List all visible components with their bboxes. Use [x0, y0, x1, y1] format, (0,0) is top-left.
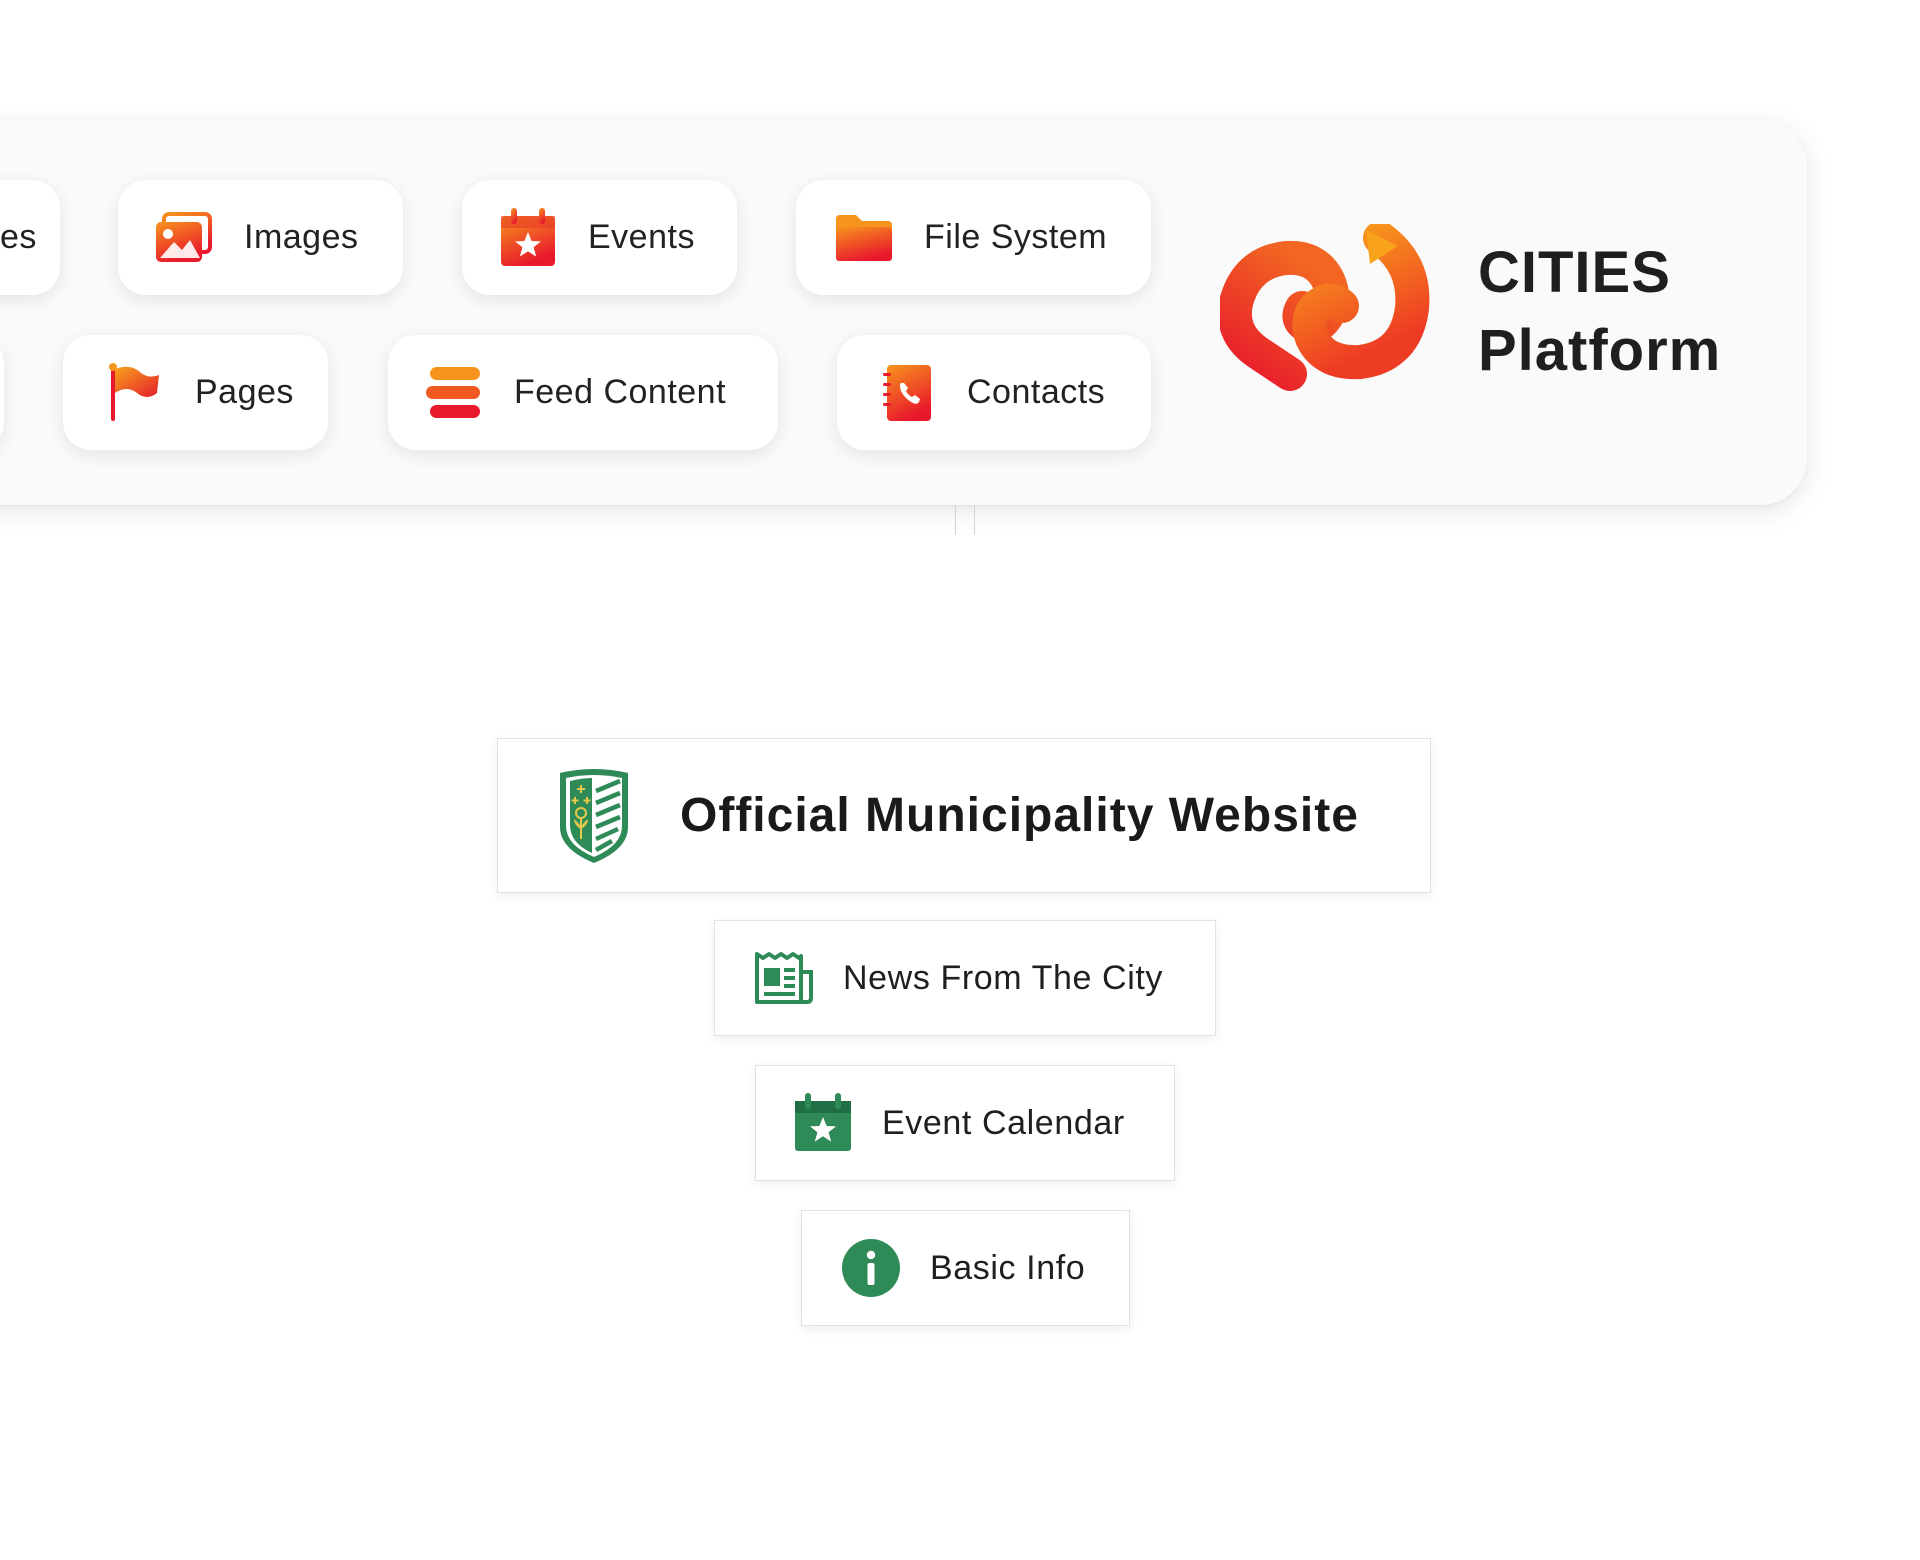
municipality-crest-icon: [560, 768, 628, 863]
module-file-system[interactable]: File System: [796, 180, 1151, 295]
module-pages[interactable]: Pages: [63, 335, 328, 450]
module-feed-content[interactable]: Feed Content: [388, 335, 778, 450]
module-events-label: Events: [588, 218, 695, 256]
link-event-calendar[interactable]: Event Calendar: [755, 1065, 1175, 1181]
module-contacts-label: Contacts: [967, 373, 1106, 411]
website-title: Official Municipality Website: [680, 789, 1359, 842]
module-images-label: Images: [244, 218, 359, 256]
cities-platform-brand: CITIES Platform: [1220, 220, 1720, 400]
cities-platform-logo: [1220, 224, 1430, 391]
images-icon: [154, 208, 214, 268]
module-contacts[interactable]: Contacts: [837, 335, 1151, 450]
module-images[interactable]: Images: [118, 180, 403, 295]
link-news-from-the-city[interactable]: News From The City: [714, 920, 1216, 1036]
calendar-star-icon: [498, 207, 558, 268]
info-icon: [840, 1237, 902, 1299]
connector-line: [955, 505, 975, 535]
folder-icon: [834, 208, 894, 268]
module-pill-partial[interactable]: es: [0, 180, 60, 295]
module-file-system-label: File System: [924, 218, 1108, 256]
feed-stack-icon: [424, 363, 484, 423]
brand-line-2: Platform: [1478, 318, 1722, 383]
phone-book-icon: [877, 363, 937, 423]
link-news-label: News From The City: [843, 958, 1164, 997]
link-basic-info-label: Basic Info: [930, 1248, 1086, 1287]
module-pages-label: Pages: [195, 373, 294, 411]
municipality-website-header[interactable]: Official Municipality Website: [497, 738, 1431, 893]
flag-icon: [105, 362, 165, 423]
module-events[interactable]: Events: [462, 180, 737, 295]
brand-name: CITIES Platform: [1478, 234, 1721, 390]
module-partial-label: es: [0, 218, 37, 256]
module-feed-content-label: Feed Content: [514, 373, 727, 411]
link-event-calendar-label: Event Calendar: [882, 1103, 1125, 1142]
newspaper-icon: [753, 947, 815, 1009]
module-pill-partial-2[interactable]: [0, 335, 4, 450]
brand-line-1: CITIES: [1478, 240, 1671, 305]
link-basic-info[interactable]: Basic Info: [801, 1210, 1130, 1326]
calendar-star-icon: [792, 1092, 854, 1154]
